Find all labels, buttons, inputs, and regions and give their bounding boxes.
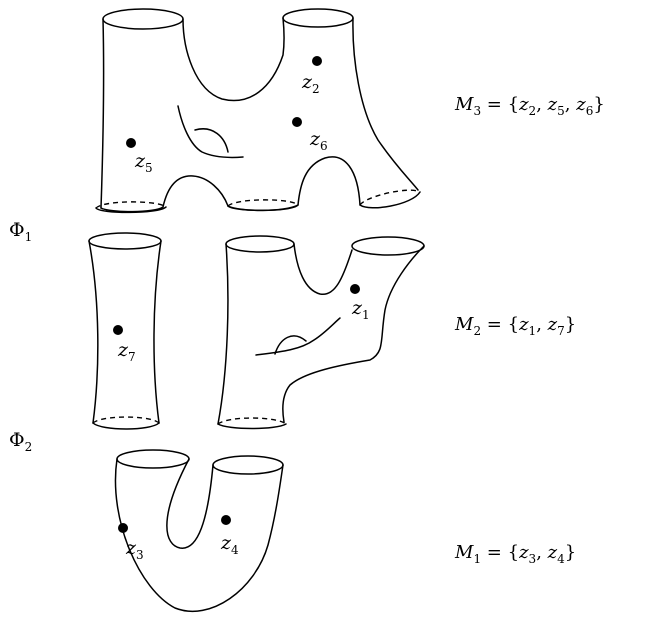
label-phi2: Φ2 xyxy=(9,429,32,454)
m2-cylinder-top-boundary xyxy=(88,232,162,250)
m3-right-side xyxy=(352,17,419,191)
m2-pants-bottom-back xyxy=(217,417,287,425)
label-z7: z7 xyxy=(117,339,136,364)
surface-m3 xyxy=(95,8,421,214)
m3-bottom-right-front xyxy=(359,191,421,209)
m1-top-left-boundary xyxy=(116,449,190,469)
m3-top-saddle xyxy=(182,17,285,102)
m2-cylinder-bottom-back xyxy=(92,416,160,424)
equation-m1: M1 = {z3, z4} xyxy=(454,542,576,566)
point-z2-dot xyxy=(312,56,322,66)
label-z5: z5 xyxy=(134,150,153,175)
point-z5-dot xyxy=(126,138,136,148)
m3-handle-inner xyxy=(194,128,229,153)
point-z1-dot xyxy=(350,284,360,294)
m1-top-right-boundary xyxy=(212,455,284,475)
label-z4: z4 xyxy=(220,532,239,557)
label-phi1: Φ1 xyxy=(9,219,32,244)
m1-outer-u xyxy=(114,458,284,613)
m3-handle-outer xyxy=(177,105,244,159)
m3-bottom-left-back xyxy=(95,201,167,209)
label-z3: z3 xyxy=(125,537,144,562)
m2-pants-top-right-boundary xyxy=(351,236,425,256)
m3-bottom-middle-front xyxy=(227,204,299,212)
surface-m2-pants xyxy=(217,235,425,430)
m3-bottom-left-gap xyxy=(100,175,229,213)
m3-top-right-boundary xyxy=(282,8,354,28)
m3-bottom-right-back xyxy=(359,189,421,206)
point-z3-dot xyxy=(118,523,128,533)
m2-pants-top-saddle xyxy=(293,243,353,295)
point-z7-dot xyxy=(113,325,123,335)
m1-inner-u xyxy=(166,458,214,549)
m3-bottom-left-front xyxy=(95,206,167,214)
m2-pants-left-side xyxy=(217,243,229,425)
equation-m3: M3 = {z2, z5, z6} xyxy=(454,94,605,118)
marked-points xyxy=(113,56,360,533)
m3-bottom-middle-back xyxy=(227,199,299,207)
m2-handle-inner xyxy=(274,335,307,355)
m3-left-side xyxy=(100,18,105,209)
point-z6-dot xyxy=(292,117,302,127)
point-z4-dot xyxy=(221,515,231,525)
surface-m2-cylinder xyxy=(88,232,162,430)
m3-top-left-boundary xyxy=(102,8,184,30)
m2-cylinder-left-side xyxy=(88,240,99,424)
label-z2: z2 xyxy=(301,71,320,96)
m2-pants-top-left-boundary xyxy=(225,235,295,253)
equation-m2: M2 = {z1, z7} xyxy=(454,314,576,338)
m2-pants-bottom-front xyxy=(217,423,287,430)
label-z6: z6 xyxy=(309,128,328,153)
surface-m1 xyxy=(114,449,284,613)
m2-pants-right-side xyxy=(282,245,425,423)
m2-cylinder-bottom-front xyxy=(92,422,160,430)
label-z1: z1 xyxy=(351,297,370,322)
m2-cylinder-right-side xyxy=(153,240,162,424)
